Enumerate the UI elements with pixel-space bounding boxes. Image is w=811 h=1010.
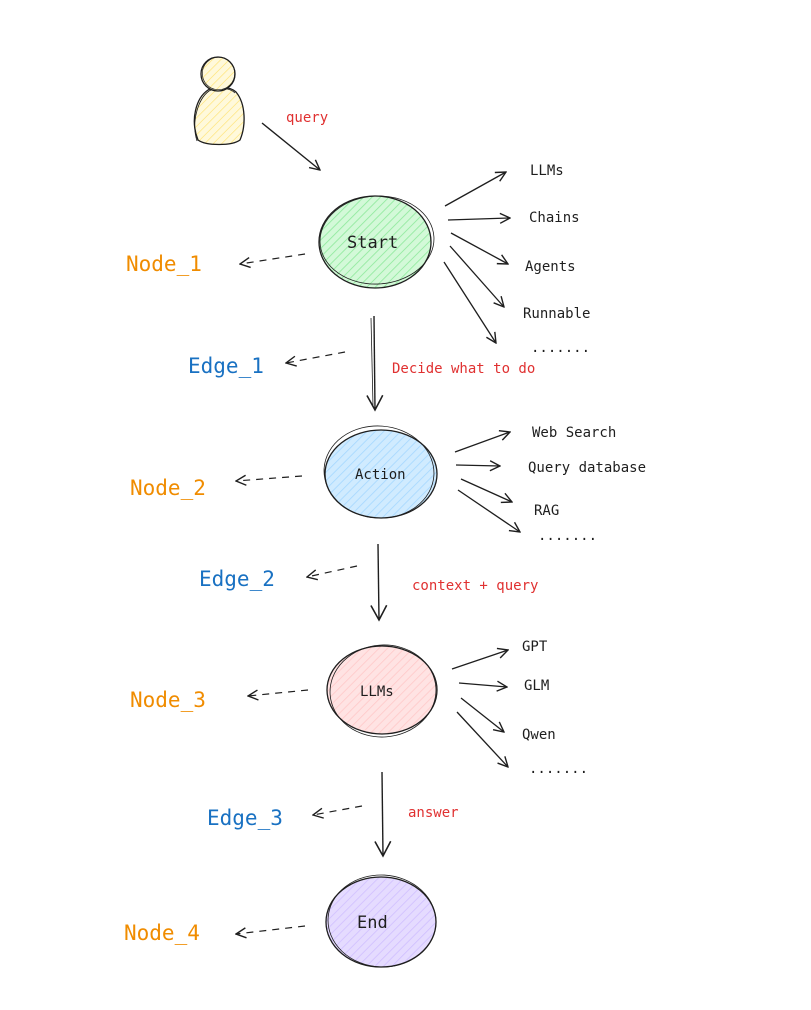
llms-branch-glm: GLM: [524, 678, 549, 694]
end-node-label: End: [357, 913, 388, 933]
edge-2-annotation: context + query: [412, 578, 538, 594]
edge-1-annotation: Decide what to do: [392, 361, 535, 377]
node-4-dashed-arrow: [236, 925, 306, 934]
node-2-dashed-arrow: [236, 476, 303, 481]
action-node: [323, 425, 438, 519]
edge-1-label: Edge_1: [188, 354, 264, 378]
start-branch-llms: LLMs: [530, 163, 564, 179]
llms-branch-qwen: Qwen: [522, 727, 556, 743]
action-node-label: Action: [355, 467, 406, 483]
llms-branch-gpt: GPT: [522, 639, 548, 655]
start-node: [318, 195, 435, 289]
action-branch-rag: RAG: [534, 503, 559, 519]
start-branch-runnable: Runnable: [523, 306, 590, 322]
query-label: query: [286, 110, 328, 126]
edge-3-arrow: [374, 771, 392, 858]
edge-2-label: Edge_2: [199, 567, 275, 591]
llms-branch-arrows: [451, 650, 508, 767]
end-node: [325, 874, 437, 968]
edge-2-arrow: [370, 543, 388, 622]
node-4-label: Node_4: [124, 921, 200, 945]
llms-node-label: LLMs: [360, 684, 394, 700]
edge-2-dashed-arrow: [307, 565, 358, 577]
action-branch-more: .......: [538, 528, 597, 544]
edge-3-annotation: answer: [408, 805, 459, 821]
action-branch-arrows: [454, 432, 520, 532]
query-arrow: [261, 122, 320, 170]
start-branch-agents: Agents: [525, 259, 576, 275]
start-branch-more: .......: [531, 340, 590, 356]
edge-1-dashed-arrow: [286, 351, 346, 363]
node-3-dashed-arrow: [248, 689, 309, 696]
start-branch-chains: Chains: [529, 210, 580, 226]
start-node-label: Start: [347, 233, 398, 253]
edge-3-dashed-arrow: [313, 805, 363, 815]
start-branch-arrows: [443, 172, 510, 343]
node-3-label: Node_3: [130, 688, 206, 712]
node-1-dashed-arrow: [240, 253, 306, 264]
edge-3-label: Edge_3: [207, 806, 283, 830]
node-2-label: Node_2: [130, 476, 206, 500]
llms-node: [326, 644, 438, 738]
action-branch-query-database: Query database: [528, 460, 646, 476]
node-1-label: Node_1: [126, 252, 202, 276]
user-icon: [193, 56, 245, 146]
action-branch-web-search: Web Search: [532, 425, 616, 441]
edge-1-arrow: [366, 315, 384, 412]
llms-branch-more: .......: [529, 761, 588, 777]
